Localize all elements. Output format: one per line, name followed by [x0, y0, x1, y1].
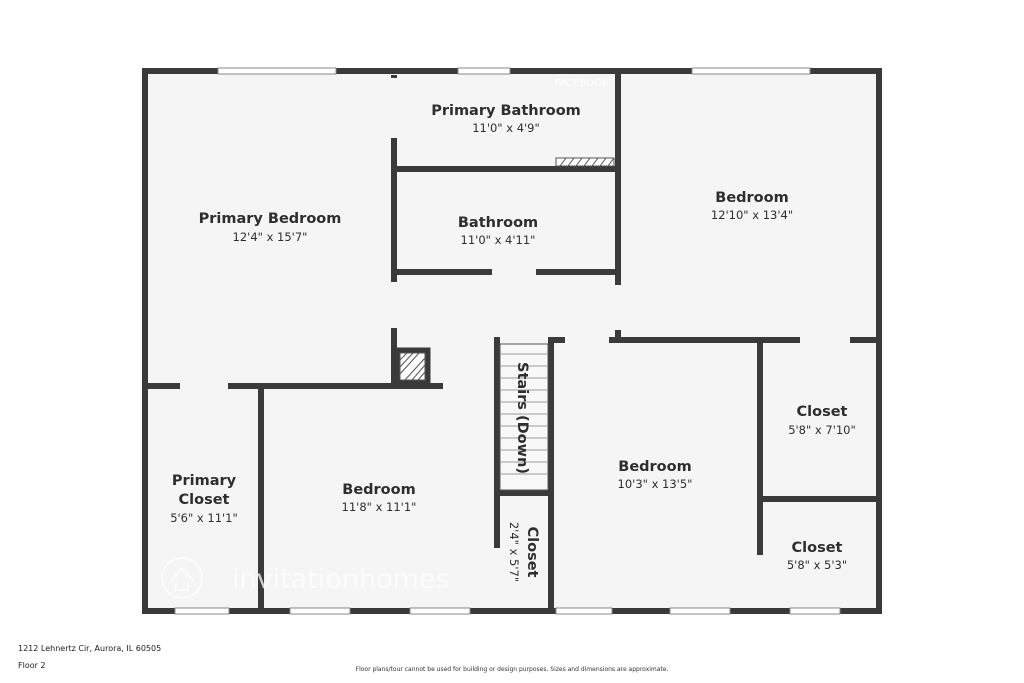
room-dims-bedroom-ne: 12'10" x 13'4" — [711, 208, 793, 222]
room-label-bathroom: Bathroom — [458, 215, 538, 231]
room-label-closet-lower: Closet — [792, 540, 843, 556]
room-dims-bathroom: 11'0" x 4'11" — [461, 233, 536, 247]
walls — [142, 68, 882, 614]
room-label-stairs: Stairs (Down) — [514, 362, 530, 474]
door-openings — [180, 78, 850, 608]
brand-watermark-text: invitationhomes — [232, 564, 450, 595]
footer-disclaimer: Floor plans/tour cannot be used for buil… — [355, 666, 669, 673]
room-label-primary-bedroom: Primary Bedroom — [199, 211, 342, 227]
house-logo-icon — [161, 557, 203, 599]
room-label-bedroom-sw: Bedroom — [342, 482, 415, 498]
room-label-primary-bathroom: Primary Bathroom — [431, 103, 581, 119]
room-dims-primary-bedroom: 12'4" x 15'7" — [233, 230, 308, 244]
room-dims-closet-upper: 5'8" x 7'10" — [788, 423, 856, 437]
room-label-primary-closet-line2: Closet — [179, 492, 230, 508]
footer-floor: Floor 2 — [18, 661, 46, 670]
room-label-closet-upper: Closet — [797, 404, 848, 420]
stair-treads — [499, 343, 549, 491]
room-label-hall-closet: Closet — [524, 527, 540, 578]
room-dims-closet-lower: 5'8" x 5'3" — [787, 558, 847, 572]
windows — [174, 67, 841, 615]
room-label-bedroom-se: Bedroom — [618, 459, 691, 475]
room-dims-primary-bathroom: 11'0" x 4'9" — [472, 121, 540, 135]
room-dims-primary-closet: 5'6" x 11'1" — [170, 511, 238, 525]
room-dims-bedroom-se: 10'3" x 13'5" — [618, 477, 693, 491]
hatched-fixtures — [399, 157, 615, 381]
room-label-bedroom-ne: Bedroom — [715, 190, 788, 206]
brand-watermark: invitationhomes — [161, 557, 450, 599]
room-dims-hall-closet: 2'4" x 5'7" — [507, 522, 521, 582]
room-dims-bedroom-sw: 11'8" x 11'1" — [342, 500, 417, 514]
top-watermark: FACEBOOK — [555, 78, 609, 89]
footer-address: 1212 Lehnertz Cir, Aurora, IL 60505 — [18, 644, 162, 653]
room-label-primary-closet-line1: Primary — [172, 473, 237, 489]
